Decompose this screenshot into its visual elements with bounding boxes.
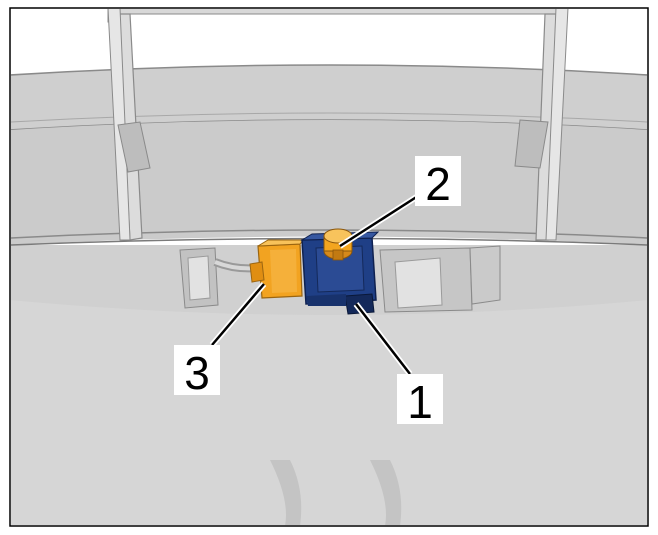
- callout-1-label: 1: [407, 376, 433, 428]
- callout-2: 2: [415, 156, 461, 210]
- callout-1: 1: [397, 374, 443, 428]
- callout-3-label: 3: [184, 347, 210, 399]
- bumper-assembly: [11, 9, 647, 525]
- callout-3: 3: [174, 345, 220, 399]
- upper-band: [11, 65, 647, 130]
- callout-2-label: 2: [425, 158, 451, 210]
- electrical-connector-icon: [249, 239, 306, 299]
- middle-band: [11, 120, 647, 245]
